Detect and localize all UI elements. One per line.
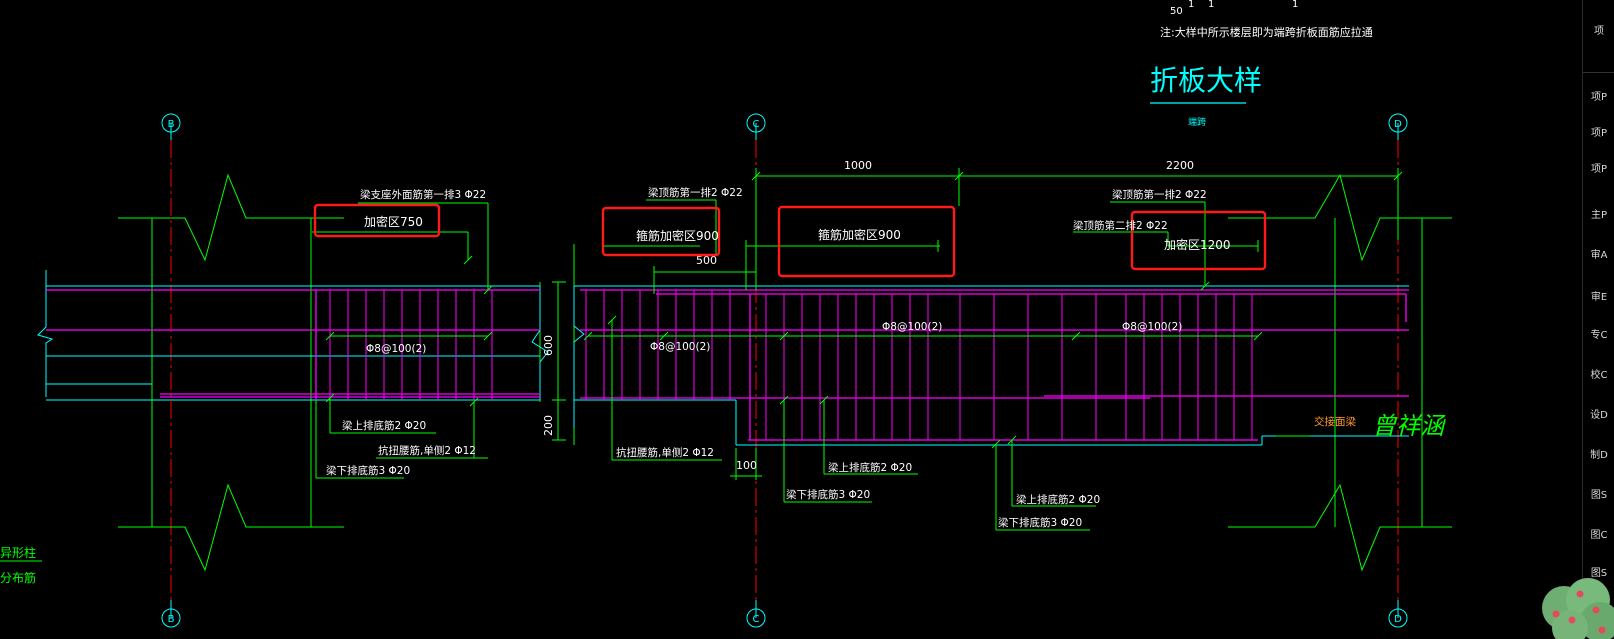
zone-label-750: 加密区750: [364, 214, 423, 229]
top-number: 1: [1208, 0, 1214, 10]
label-stirrup-mid2: Φ8@100(2): [882, 321, 942, 333]
left-edge-labels: 异形柱 分布筋: [0, 545, 36, 585]
top-number: 50: [1170, 6, 1183, 17]
label-right-top2: 梁顶筋第二排2 Φ22: [1073, 219, 1168, 232]
leader-lines: [0, 199, 1310, 562]
side-tab[interactable]: 项P: [1590, 164, 1608, 175]
grid-label-b: B: [168, 119, 175, 130]
label-stirrup-left: Φ8@100(2): [366, 343, 426, 355]
label-left-edge1: 异形柱: [0, 545, 36, 560]
dimension-2200: 2200: [1166, 159, 1194, 172]
grid-bubble-c-bottom: [746, 608, 766, 628]
side-tab[interactable]: 主P: [1590, 210, 1608, 221]
grid-bubble-b-bottom: [161, 608, 181, 628]
dimension-1000: 1000: [844, 159, 872, 172]
top-numbers: 50 1 1 1: [1170, 0, 1298, 17]
dimension-200: 200: [542, 415, 555, 436]
side-tab[interactable]: 制D: [1590, 450, 1608, 461]
stirrups-left: [329, 290, 493, 400]
dimension-600: 600: [542, 335, 555, 356]
stirrups-mid: [585, 290, 1253, 440]
label-left-bot2: 抗扭腰筋,单侧2 Φ12: [378, 444, 476, 457]
dimension-500: 500: [696, 254, 717, 267]
rebar-labels: 梁支座外面筋第一排3 Φ22 梁顶筋第一排2 Φ22 梁顶筋第一排2 Φ22 梁…: [326, 186, 1356, 529]
grid-bubble-d-top: [1388, 113, 1408, 133]
grid-bubble-c-top: [746, 113, 766, 133]
label-right-bot1: 梁上排底筋2 Φ20: [1016, 493, 1100, 506]
label-stirrup-right: Φ8@100(2): [1122, 321, 1182, 333]
detail-subtitle: 端跨: [1188, 116, 1206, 128]
dimension-100: 100: [736, 459, 757, 472]
label-mid-bot3: 梁下排底筋3 Φ20: [786, 488, 870, 501]
label-right-bot2: 梁下排底筋3 Φ20: [998, 516, 1082, 529]
label-left-top: 梁支座外面筋第一排3 Φ22: [360, 188, 486, 201]
beam-outlines: [37, 270, 1409, 446]
mascot-icon: [1542, 578, 1614, 639]
zone-label-1200: 加密区1200: [1164, 237, 1231, 252]
highlight-boxes: [313, 203, 1267, 278]
label-stirrup-mid: Φ8@100(2): [650, 341, 710, 353]
top-note: 注:大样中所示楼层即为端跨折板面筋应拉通: [1160, 25, 1373, 39]
dimension-texts: 1000 2200 500 600 200 100: [542, 159, 1194, 472]
grid-bubble-d-bottom: [1388, 608, 1408, 628]
highlight-box-750[interactable]: [313, 203, 441, 238]
label-mid-bot2: 梁上排底筋2 Φ20: [828, 461, 912, 474]
rebar-longitudinal: [46, 289, 1409, 441]
zone-label-900-a: 箍筋加密区900: [636, 228, 719, 243]
side-tab[interactable]: 图S: [1590, 490, 1608, 501]
label-mid-top: 梁顶筋第一排2 Φ22: [648, 186, 743, 199]
grid-bubble-labels: B C D B C D: [168, 119, 1403, 625]
top-number: 1: [1292, 0, 1298, 10]
label-left-bot1: 梁上排底筋2 Φ20: [342, 419, 426, 432]
side-tab[interactable]: 专C: [1590, 330, 1608, 341]
grid-bubbles: [161, 113, 1408, 628]
grid-label-d: D: [1394, 119, 1402, 130]
side-tab[interactable]: 审A: [1590, 250, 1608, 261]
side-tab[interactable]: 审E: [1590, 292, 1608, 303]
label-left-bot3: 梁下排底筋3 Φ20: [326, 464, 410, 477]
side-tab[interactable]: 项P: [1590, 128, 1608, 139]
grid-label-d: D: [1394, 614, 1402, 625]
label-right-top1: 梁顶筋第一排2 Φ22: [1112, 188, 1207, 201]
side-tab[interactable]: 图S: [1590, 568, 1608, 579]
mascot-avatar[interactable]: [1536, 574, 1614, 639]
grid-label-c: C: [753, 614, 760, 625]
highlight-labels: 加密区750 箍筋加密区900 箍筋加密区900 加密区1200: [364, 214, 1231, 252]
side-panel: 项 项P 项P 项P 主P 审A 审E 专C 校C 设D 制D 图S 图C 图S: [1582, 0, 1614, 639]
highlight-box-900-b[interactable]: [777, 205, 956, 278]
side-tab[interactable]: 项: [1594, 26, 1604, 37]
label-mid-bot1: 抗扭腰筋,单侧2 Φ12: [616, 446, 714, 459]
side-tab[interactable]: 设D: [1590, 410, 1608, 421]
column-outlines: [118, 173, 1452, 572]
dimension-lines: [552, 168, 1403, 480]
stirrups: [329, 290, 1253, 440]
leader-ticks: [325, 255, 1263, 449]
grid-label-b: B: [168, 614, 175, 625]
highlight-box-1200[interactable]: [1130, 210, 1267, 271]
signature: 曾祥涵: [1372, 412, 1446, 440]
highlight-box-900-a[interactable]: [601, 206, 721, 257]
grid-label-c: C: [753, 119, 760, 130]
grid-bubble-b-top: [161, 113, 181, 133]
side-tab[interactable]: 图C: [1590, 530, 1608, 541]
top-number: 1: [1188, 0, 1194, 10]
label-left-edge2: 分布筋: [0, 570, 36, 585]
side-tab[interactable]: 校C: [1590, 370, 1608, 381]
zone-label-900-b: 箍筋加密区900: [818, 227, 901, 242]
label-interface: 交接面梁: [1314, 415, 1356, 428]
side-tab[interactable]: 项P: [1590, 92, 1608, 103]
detail-title: 折板大样: [1150, 64, 1262, 97]
side-separator: [1583, 72, 1614, 73]
